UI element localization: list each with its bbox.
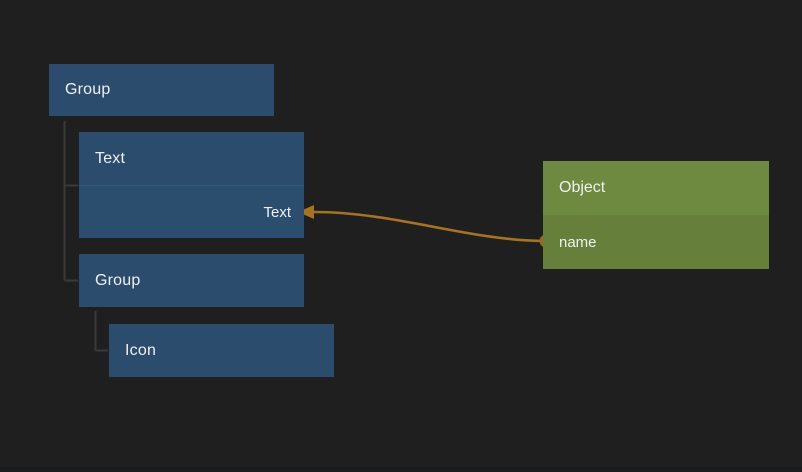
tree-connector-group2 xyxy=(94,311,108,352)
text-input-port[interactable]: Text xyxy=(79,185,304,238)
tree-node-group-2[interactable]: Group xyxy=(79,254,304,307)
node-title: Icon xyxy=(125,341,157,359)
port-label: Text xyxy=(263,203,291,221)
horizontal-scrollbar[interactable] xyxy=(0,467,802,472)
tree-node-group-1[interactable]: Group xyxy=(49,64,274,116)
node-title: Group xyxy=(95,271,141,289)
tree-node-text[interactable]: Text Text xyxy=(79,132,304,238)
node-title: Text xyxy=(95,149,126,167)
tree-node-icon[interactable]: Icon xyxy=(109,324,334,377)
port-label: name xyxy=(559,233,597,251)
node-title: Object xyxy=(559,179,606,196)
tree-connector-group1 xyxy=(63,121,78,282)
object-node[interactable]: Object name xyxy=(543,161,769,269)
object-node-header: Object xyxy=(543,161,769,215)
wire-curve xyxy=(313,210,547,243)
connection-wire[interactable] xyxy=(298,205,553,248)
object-name-output-port[interactable]: name xyxy=(543,215,769,269)
node-title: Group xyxy=(65,81,111,98)
